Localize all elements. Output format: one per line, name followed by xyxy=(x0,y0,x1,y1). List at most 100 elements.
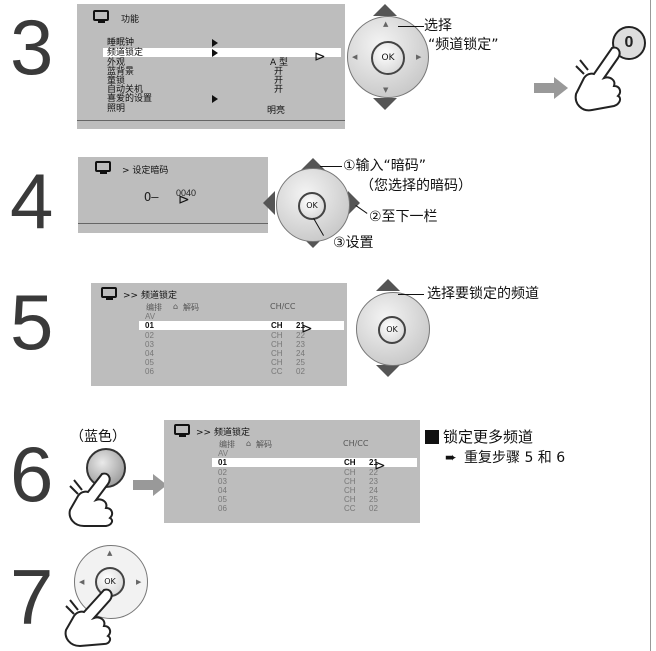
value-appearance: A 型 xyxy=(270,58,289,68)
step-number-4: 4 xyxy=(10,157,54,245)
menu-item-auto-off: 自动关机 xyxy=(107,85,144,95)
row-type: CC xyxy=(344,504,356,513)
menu-highlight xyxy=(103,48,341,57)
down-arrow-icon xyxy=(376,365,400,377)
value-blue-bg: 开 xyxy=(274,67,284,77)
menu-item-blue-bg: 蓝背景 xyxy=(107,67,135,77)
row-type: CH xyxy=(344,477,356,486)
row-type: CH xyxy=(344,458,356,467)
row-type: CH xyxy=(271,321,283,330)
ok-button[interactable]: OK xyxy=(371,41,405,75)
pointer-cursor-icon: ⊳ xyxy=(301,321,313,337)
menu-item-channel-lock: 频道锁定 xyxy=(107,48,144,58)
row-type: CH xyxy=(271,340,283,349)
lock-icon: ⌂ xyxy=(173,302,179,311)
value-lighting: 明亮 xyxy=(267,106,286,116)
dpad-up-mark-icon: ▲ xyxy=(383,20,389,28)
row-number[interactable]: 06 xyxy=(145,367,154,376)
menu-item-child-lock: 童锁 xyxy=(107,76,126,86)
flow-arrow-bar xyxy=(534,83,554,93)
row-value: 24 xyxy=(296,349,305,358)
row-type: CH xyxy=(344,486,356,495)
row-value: 22 xyxy=(369,468,378,477)
row-type: CH xyxy=(271,331,283,340)
row-type: CC xyxy=(271,367,283,376)
menu-item-favorites: 喜爱的设置 xyxy=(107,94,153,104)
header-chcc: CH/CC xyxy=(270,302,296,311)
menu-item-lighting: 照明 xyxy=(107,104,126,114)
row-number[interactable]: 03 xyxy=(145,340,154,349)
flow-arrow-bar xyxy=(133,480,153,490)
row-value: 23 xyxy=(296,340,305,349)
submenu-arrow xyxy=(212,95,218,103)
screen-title: > 设定暗码 xyxy=(122,166,169,176)
row-value: 02 xyxy=(296,367,305,376)
av-label: AV xyxy=(145,312,156,321)
left-arrow-icon xyxy=(263,191,275,215)
row-number[interactable]: 02 xyxy=(218,468,227,477)
right-arrow-icon xyxy=(348,191,360,215)
header-unlock: 解码 xyxy=(256,440,272,449)
tv-icon xyxy=(95,161,111,174)
row-number[interactable]: 05 xyxy=(218,495,227,504)
row-number[interactable]: 02 xyxy=(145,331,154,340)
pressing-hand-icon xyxy=(64,588,113,648)
header-edit: 编排 xyxy=(219,440,235,449)
key-icon: O— xyxy=(144,190,159,204)
row-type: CH xyxy=(271,349,283,358)
annotation-leader-line xyxy=(398,294,424,295)
step3-menu-screen: 功能 睡眠钟 频道锁定 外观 蓝背景 童锁 自动关机 喜爱的设置 照明 A 型 … xyxy=(77,4,345,129)
lock-icon: ⌂ xyxy=(246,439,252,448)
value-child-lock: 开 xyxy=(274,76,284,86)
header-edit: 编排 xyxy=(146,303,162,312)
row-number[interactable]: 06 xyxy=(218,504,227,513)
row-number[interactable]: 01 xyxy=(145,321,154,330)
av-label: AV xyxy=(218,449,229,458)
dpad-down-mark-icon: ▼ xyxy=(383,86,389,94)
step5-channel-lock-screen: >> 频道锁定 编排 ⌂ 解码 CH/CC AV 01 CH 21 ⊳ 02 C… xyxy=(91,283,347,386)
row-number[interactable]: 01 xyxy=(218,458,227,467)
code-field[interactable]: 0040 xyxy=(176,188,197,198)
dpad-right-mark-icon: ▶ xyxy=(136,578,142,586)
header-chcc: CH/CC xyxy=(343,439,369,448)
step-number-3: 3 xyxy=(10,3,54,91)
step5-annotation: 选择要锁定的频道 xyxy=(427,286,539,302)
row-highlight xyxy=(212,458,417,467)
pointer-cursor-icon: ⊳ xyxy=(314,49,326,65)
row-value: 25 xyxy=(296,358,305,367)
row-value: 02 xyxy=(369,504,378,513)
step-number-7: 7 xyxy=(10,553,54,641)
step6-annotation-lock-more: 锁定更多频道 xyxy=(443,428,534,446)
tv-icon xyxy=(101,287,117,300)
row-number[interactable]: 05 xyxy=(145,358,154,367)
ok-button[interactable]: OK xyxy=(298,192,326,220)
row-number[interactable]: 04 xyxy=(218,486,227,495)
black-square-bullet-icon xyxy=(425,430,439,444)
step4-annotation-input: ①输入“暗码” xyxy=(343,158,427,174)
up-arrow-icon xyxy=(376,279,400,291)
row-number[interactable]: 04 xyxy=(145,349,154,358)
blue-button-label: （蓝色） xyxy=(70,429,126,445)
step4-annotation-next: ②至下一栏 xyxy=(369,209,438,225)
pointer-cursor-icon: ⊳ xyxy=(178,192,190,208)
dpad-left-mark-icon: ◀ xyxy=(79,578,85,586)
arrow-bullet-icon: ➨ xyxy=(445,450,457,466)
step4-password-screen: > 设定暗码 O— 0040 ⊳ xyxy=(78,157,268,233)
row-value: 25 xyxy=(369,495,378,504)
row-highlight xyxy=(139,321,344,330)
row-type: CH xyxy=(344,495,356,504)
ok-button[interactable]: OK xyxy=(378,316,406,344)
submenu-arrow xyxy=(212,39,218,47)
row-value: 23 xyxy=(369,477,378,486)
up-arrow-icon xyxy=(301,158,325,170)
step3-annotation-channel-lock: “频道锁定” xyxy=(428,37,499,53)
row-type: CH xyxy=(344,468,356,477)
screen-title: 功能 xyxy=(121,15,140,25)
annotation-leader-line xyxy=(320,166,342,167)
step6-annotation-repeat: 重复步骤 5 和 6 xyxy=(464,450,566,466)
row-number[interactable]: 03 xyxy=(218,477,227,486)
pressing-hand-icon xyxy=(68,472,114,527)
annotation-leader-line xyxy=(398,26,424,27)
row-value: 22 xyxy=(296,331,305,340)
header-unlock: 解码 xyxy=(183,303,199,312)
